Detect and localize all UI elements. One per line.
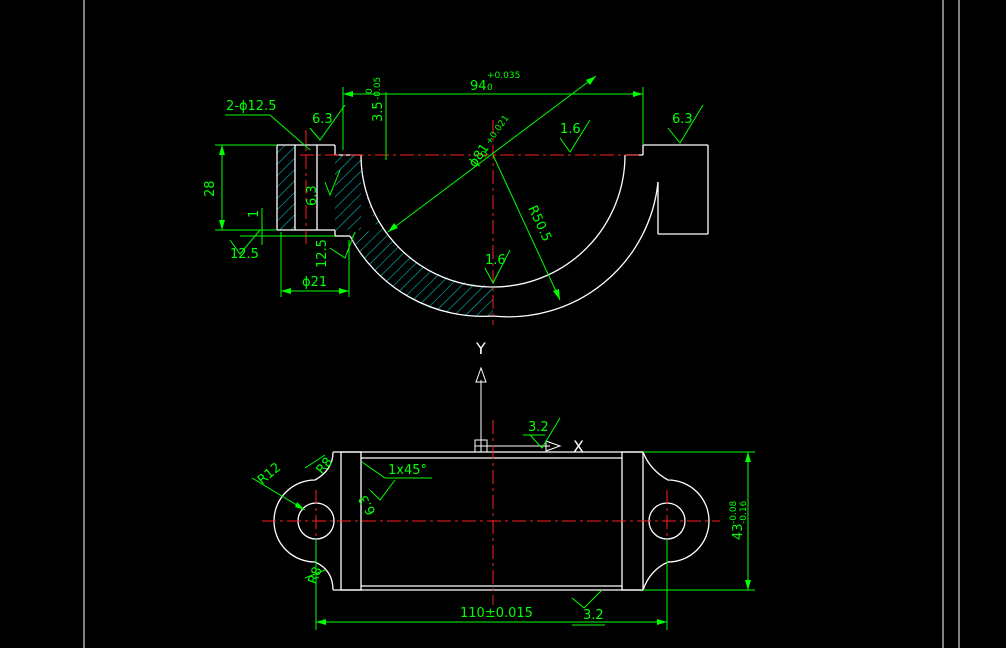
bore-tolerance-lower: 0 bbox=[479, 149, 491, 160]
step-dimension: 1 bbox=[247, 210, 262, 218]
top-view-centerlines bbox=[300, 120, 640, 325]
roughness-label: 6.3 bbox=[312, 112, 333, 127]
height-tolerance-upper: -0.08 bbox=[729, 500, 739, 524]
bottom-view-plan: R12 R8 R8 1x45° 6.3 3.2 110±0.015 3.2 43… bbox=[251, 417, 755, 630]
radius-dimension: R50.5 bbox=[524, 203, 554, 244]
y-axis-label: Y bbox=[475, 339, 486, 358]
depth-tolerance-upper: 0 bbox=[365, 88, 375, 94]
outer-radius: R12 bbox=[255, 460, 284, 488]
counterbore-diameter: ϕ21 bbox=[302, 275, 327, 290]
width-dimension: 94 bbox=[470, 79, 487, 94]
width-tolerance-lower: 0 bbox=[487, 83, 493, 93]
roughness-label: 6.3 bbox=[672, 112, 693, 127]
roughness-label: 12.5 bbox=[230, 247, 259, 262]
bottom-roughness: 3.2 bbox=[583, 608, 604, 623]
top-view-section: 2-ϕ12.5 94 +0.035 0 6.3 6.3 1.6 1.6 12.5… bbox=[203, 71, 709, 325]
roughness-label: 1.6 bbox=[485, 253, 506, 268]
section-hatching bbox=[277, 145, 493, 317]
holes-callout: 2-ϕ12.5 bbox=[226, 99, 276, 114]
chamfer-callout: 1x45° bbox=[388, 463, 427, 478]
height-tolerance-lower: -0.16 bbox=[739, 500, 749, 524]
bottom-view-arrowheads bbox=[295, 452, 751, 625]
roughness-label: 12.5 bbox=[315, 239, 330, 268]
length-dimension: 110±0.015 bbox=[460, 606, 533, 621]
top-view-dimensions bbox=[215, 75, 644, 301]
roughness-label: 1.6 bbox=[560, 122, 581, 137]
height-dimension-43: 43 bbox=[731, 523, 746, 540]
x-axis-label: X bbox=[573, 437, 584, 456]
top-view-arrowheads bbox=[219, 76, 643, 300]
drawing-frame bbox=[83, 0, 960, 648]
width-tolerance-upper: +0.035 bbox=[487, 71, 520, 81]
height-dimension: 28 bbox=[203, 180, 218, 197]
top-roughness: 3.2 bbox=[528, 420, 549, 435]
depth-dimension: 3.5 bbox=[371, 101, 386, 122]
fillet-radius-bottom: R8 bbox=[306, 565, 326, 586]
ucs-icon: Y X bbox=[474, 339, 584, 456]
bore-tolerance-upper: +0.021 bbox=[484, 114, 511, 147]
roughness-label: 6.3 bbox=[305, 185, 320, 206]
depth-tolerance-lower: -0.05 bbox=[373, 77, 383, 100]
top-view-roughness-symbols bbox=[229, 104, 704, 285]
bottom-view-dimensions bbox=[251, 417, 755, 630]
